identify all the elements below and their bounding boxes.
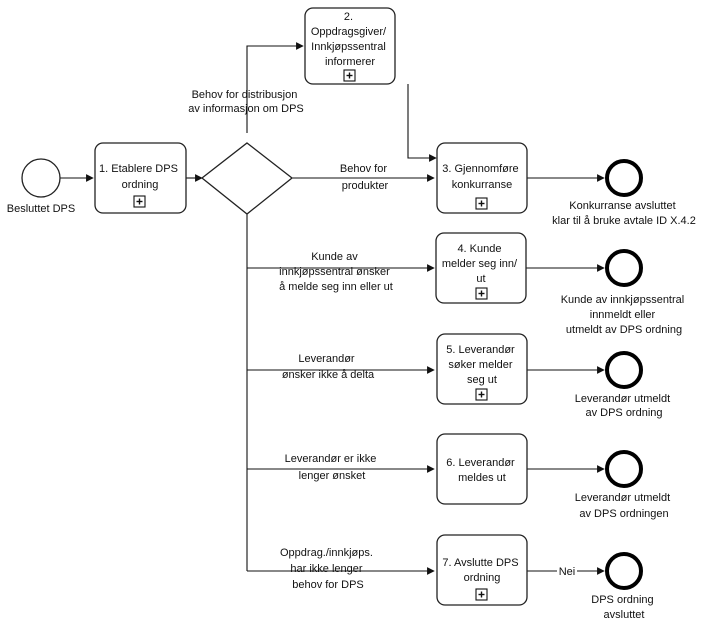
- end-event-e5[interactable]: [605, 351, 643, 389]
- end-event-e7-label: DPS ordning avsluttet: [591, 594, 656, 621]
- subprocess-marker-icon: [133, 195, 146, 208]
- flow-gateway-to-t2: [246, 42, 304, 133]
- flow-t2-to-t3: [407, 84, 437, 162]
- task-t3-label: 3. Gjennomføre konkurranse: [442, 163, 521, 191]
- task-t4[interactable]: 4. Kunde melder seg inn/ ut: [435, 232, 527, 304]
- end-event-e5-label: Leverandør utmeldt av DPS ordning: [575, 393, 673, 419]
- sequence-flows: [60, 42, 605, 575]
- end-event-e4[interactable]: [605, 249, 643, 287]
- flow-label-bg: [557, 564, 577, 577]
- subprocess-marker-icon: [475, 588, 488, 601]
- flow-label-to-t7: Oppdrag./innkjøps. har ikke lenger behov…: [280, 547, 376, 591]
- end-event-e6[interactable]: [605, 450, 643, 488]
- task-t2[interactable]: 2. Oppdragsgiver/ Innkjøpssentral inform…: [304, 7, 396, 85]
- start-event[interactable]: [21, 158, 61, 198]
- exclusive-gateway[interactable]: [200, 142, 294, 215]
- task-t1[interactable]: 1. Etablere DPS ordning: [94, 142, 187, 214]
- end-event-e4-label: Kunde av innkjøpssentral innmeldt eller …: [561, 294, 688, 336]
- flow-label-to-t2: Behov for distribusjon av informasjon om…: [188, 89, 304, 115]
- task-t2-label: 2. Oppdragsgiver/ Innkjøpssentral inform…: [311, 11, 389, 68]
- subprocess-marker-icon: [343, 69, 356, 82]
- subprocess-marker-icon: [475, 197, 488, 210]
- flow-label-nei: Nei: [559, 566, 576, 578]
- task-t1-label: 1. Etablere DPS ordning: [99, 163, 181, 191]
- task-t7-label: 7. Avslutte DPS ordning: [442, 557, 521, 584]
- subprocess-marker-icon: [475, 287, 488, 300]
- end-event-e6-label: Leverandør utmeldt av DPS ordningen: [575, 492, 673, 520]
- end-event-e7[interactable]: [605, 552, 643, 590]
- task-t6[interactable]: 6. Leverandør meldes ut: [436, 433, 528, 505]
- task-t6-label: 6. Leverandør meldes ut: [446, 457, 518, 484]
- task-t4-label: 4. Kunde melder seg inn/ ut: [442, 243, 520, 285]
- task-t7[interactable]: 7. Avslutte DPS ordning: [436, 534, 528, 606]
- task-t5-label: 5. Leverandør søker melder seg ut: [446, 344, 518, 386]
- task-t5[interactable]: 5. Leverandør søker melder seg ut: [436, 333, 528, 405]
- end-event-e3-label: Konkurranse avsluttet klar til å bruke a…: [552, 200, 696, 227]
- flow-label-to-t3: Behov for produkter: [340, 163, 390, 192]
- end-event-e3[interactable]: [605, 159, 643, 197]
- subprocess-marker-icon: [475, 388, 488, 401]
- flow-label-to-t4: Kunde av innkjøpssentral ønsker å melde …: [279, 251, 393, 293]
- flow-label-to-t6: Leverandør er ikke lenger ønsket: [285, 453, 380, 482]
- flow-label-to-t5: Leverandør ønsker ikke å delta: [282, 353, 375, 381]
- start-event-label: Besluttet DPS: [7, 203, 75, 215]
- task-t3[interactable]: 3. Gjennomføre konkurranse: [436, 142, 528, 214]
